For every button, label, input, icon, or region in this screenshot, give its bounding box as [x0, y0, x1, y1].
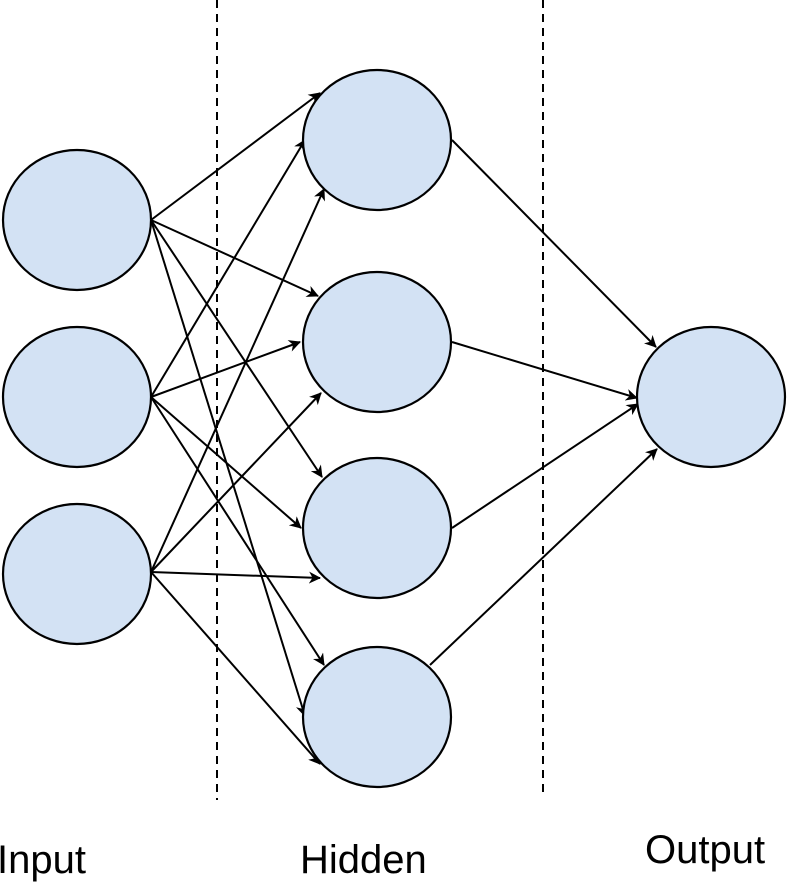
edge-i2-h1 — [150, 139, 306, 398]
hidden-node-2 — [301, 270, 453, 414]
edge-i2-h3 — [150, 396, 302, 529]
output-node-1 — [635, 325, 787, 469]
edge-h4-o1 — [429, 448, 658, 666]
edge-h2-o1 — [451, 341, 638, 401]
edge-i3-h3 — [150, 571, 321, 584]
edge-i1-h1 — [150, 92, 321, 221]
input-node-2 — [1, 325, 153, 469]
output-label: Output — [645, 828, 765, 872]
edges-input-hidden — [150, 92, 325, 765]
input-node-1 — [1, 148, 153, 292]
hidden-label: Hidden — [300, 838, 427, 882]
input-node-3 — [1, 502, 153, 646]
hidden-node-3 — [301, 456, 453, 600]
edge-i2-h4 — [150, 396, 325, 666]
edge-i3-h4 — [150, 571, 321, 765]
edge-i3-h1 — [150, 188, 325, 573]
input-label: Input — [0, 838, 86, 882]
hidden-layer — [301, 68, 453, 789]
input-layer — [1, 148, 153, 646]
edge-h1-o1 — [451, 139, 657, 348]
hidden-node-4 — [301, 645, 453, 789]
edges-hidden-output — [429, 139, 658, 666]
edge-i3-h2 — [150, 392, 322, 573]
output-layer — [635, 325, 787, 469]
edge-i1-h4 — [150, 219, 308, 717]
edge-h3-o1 — [451, 403, 639, 529]
edge-i1-h3 — [150, 219, 323, 478]
hidden-node-1 — [301, 68, 453, 212]
edge-i2-h2 — [150, 340, 301, 398]
